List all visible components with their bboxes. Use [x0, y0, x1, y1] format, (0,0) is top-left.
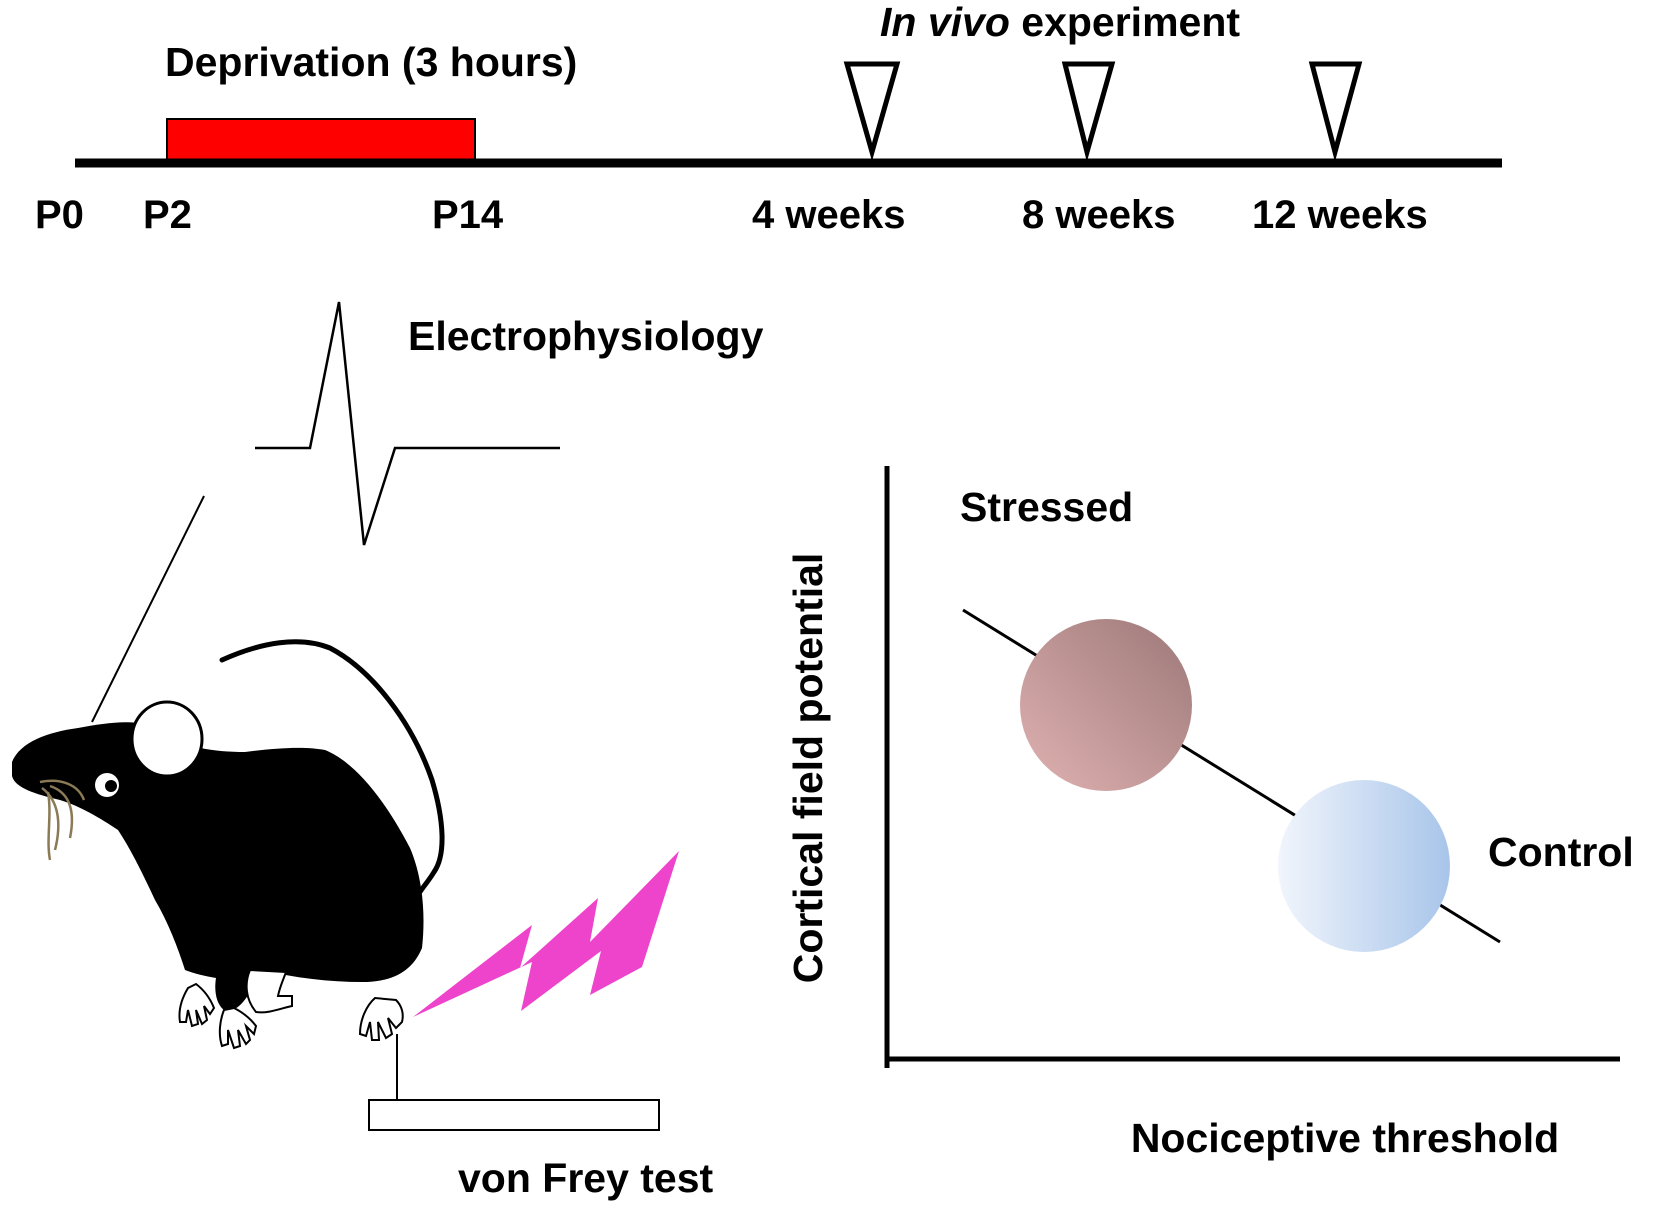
stressed-group-marker	[1020, 619, 1192, 791]
recording-electrode	[91, 495, 205, 723]
tick-label-8-weeks: 8 weeks	[1022, 193, 1175, 237]
tick-label-p14: P14	[432, 193, 504, 237]
deprivation-label: Deprivation (3 hours)	[165, 39, 577, 85]
stimulus-lightning-icon	[413, 851, 679, 1017]
experiment-label: In vivo experiment	[880, 0, 1240, 45]
deprivation-bar	[166, 118, 476, 162]
mouse-front-paw-left	[178, 982, 216, 1028]
experiment-label-italic: In vivo	[880, 0, 1010, 45]
mouse-whiskers	[39, 779, 86, 861]
y-axis-label: Cortical field potential	[785, 553, 831, 984]
concept-plot: Stressed Control Cortical field potentia…	[785, 466, 1634, 1161]
mouse-illustration	[12, 639, 445, 1050]
control-group-marker	[1278, 780, 1450, 952]
mouse-front-paw-right	[218, 1006, 258, 1050]
tick-label-4-weeks: 4 weeks	[752, 193, 905, 237]
tick-label-p0: P0	[35, 193, 84, 237]
mouse-pupil	[105, 780, 117, 792]
von-frey-platform	[368, 1099, 660, 1131]
electrophysiology-label: Electrophysiology	[408, 313, 764, 359]
field-potential-waveform	[255, 301, 560, 546]
timepoint-marker-4-weeks	[843, 61, 901, 162]
von-frey-label: von Frey test	[458, 1155, 714, 1201]
stressed-label: Stressed	[960, 484, 1133, 530]
mouse-hind-paw	[245, 968, 293, 1014]
electrophysiology-panel: Electrophysiology	[91, 301, 764, 723]
mouse-ear	[130, 700, 204, 778]
experiment-label-rest: experiment	[1010, 0, 1240, 45]
mouse-stimulated-paw	[358, 996, 404, 1041]
timepoint-marker-8-weeks	[1061, 61, 1116, 162]
control-label: Control	[1488, 829, 1634, 875]
tick-label-12-weeks: 12 weeks	[1252, 193, 1428, 237]
tick-label-p2: P2	[143, 193, 192, 237]
timeline: Deprivation (3 hours) In vivo experiment…	[35, 0, 1502, 237]
von-frey-apparatus: von Frey test	[368, 851, 714, 1201]
timepoint-marker-12-weeks	[1308, 61, 1363, 162]
mouse-body	[12, 722, 424, 1011]
mouse-tail	[219, 639, 445, 898]
x-axis-label: Nociceptive threshold	[1131, 1115, 1559, 1161]
